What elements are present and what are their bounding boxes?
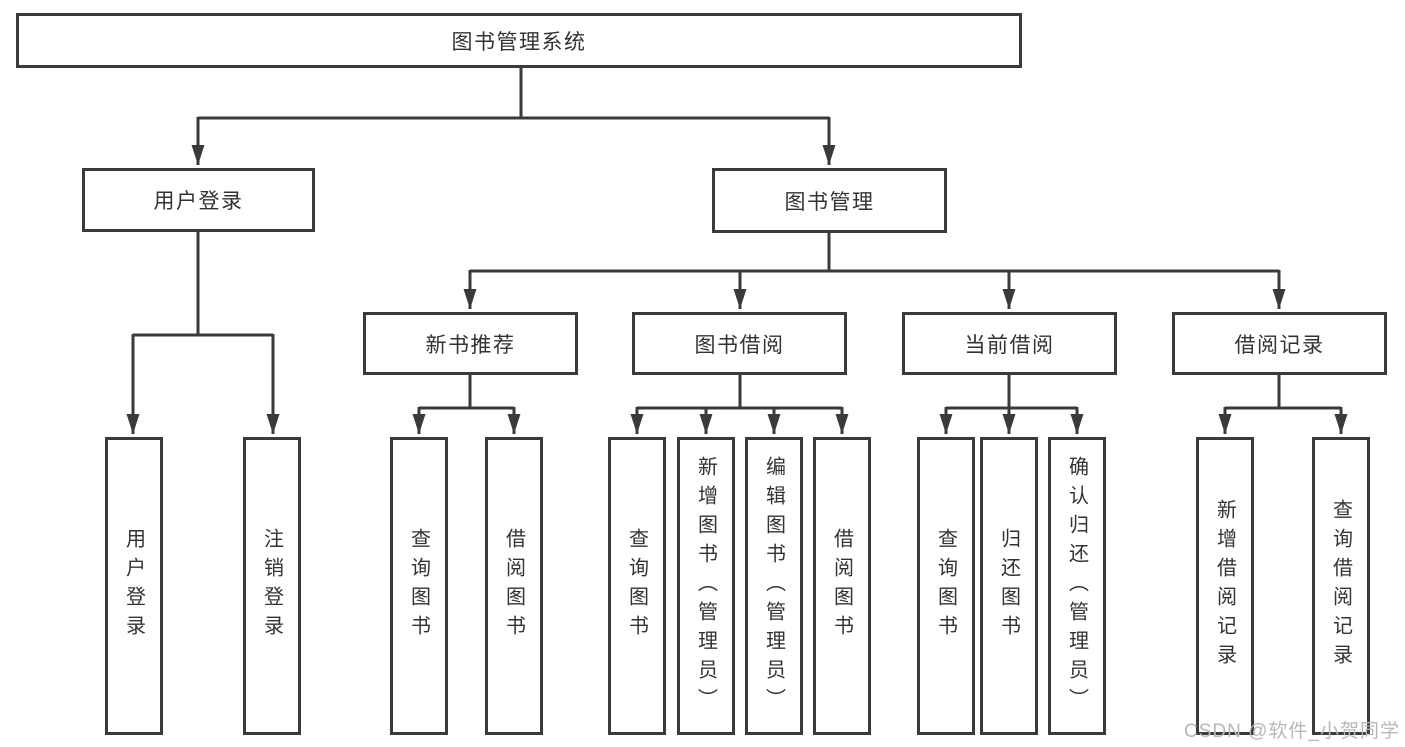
leaf-recommend-query-books: 查询图书 xyxy=(390,437,448,735)
leaf-query-borrow-record-label: 查询借阅记录 xyxy=(1329,499,1352,673)
leaf-logout: 注销登录 xyxy=(243,437,301,735)
leaf-edit-books-admin: 编辑图书（管理员） xyxy=(745,437,803,735)
leaf-recommend-borrow-books: 借阅图书 xyxy=(485,437,543,735)
leaf-add-borrow-record: 新增借阅记录 xyxy=(1196,437,1254,735)
node-book-management: 图书管理 xyxy=(712,168,947,233)
leaf-user-login-label: 用户登录 xyxy=(122,528,145,644)
leaf-return-books: 归还图书 xyxy=(980,437,1038,735)
leaf-recommend-borrow-books-label: 借阅图书 xyxy=(502,528,525,644)
leaf-borrow-query-books: 查询图书 xyxy=(608,437,666,735)
node-new-book-recommend: 新书推荐 xyxy=(363,312,578,375)
leaf-current-query-books: 查询图书 xyxy=(917,437,975,735)
leaf-user-login: 用户登录 xyxy=(105,437,163,735)
node-borrow-records: 借阅记录 xyxy=(1172,312,1387,375)
leaf-confirm-return-admin: 确认归还（管理员） xyxy=(1048,437,1106,735)
leaf-add-borrow-record-label: 新增借阅记录 xyxy=(1213,499,1236,673)
leaf-borrow-books: 借阅图书 xyxy=(813,437,871,735)
leaf-query-borrow-record: 查询借阅记录 xyxy=(1312,437,1370,735)
leaf-confirm-return-admin-label: 确认归还（管理员） xyxy=(1065,455,1088,717)
csdn-watermark: CSDN @软件_小贺同学 xyxy=(1184,721,1400,742)
node-current-borrow: 当前借阅 xyxy=(902,312,1117,375)
leaf-borrow-query-books-label: 查询图书 xyxy=(625,528,648,644)
leaf-recommend-query-books-label: 查询图书 xyxy=(407,528,430,644)
node-book-borrow: 图书借阅 xyxy=(632,312,847,375)
leaf-current-query-books-label: 查询图书 xyxy=(934,528,957,644)
node-root-system: 图书管理系统 xyxy=(16,13,1022,68)
leaf-logout-label: 注销登录 xyxy=(260,528,283,644)
node-user-login: 用户登录 xyxy=(82,168,315,232)
leaf-return-books-label: 归还图书 xyxy=(997,528,1020,644)
leaf-edit-books-admin-label: 编辑图书（管理员） xyxy=(762,455,785,717)
leaf-add-books-admin-label: 新增图书（管理员） xyxy=(694,455,717,717)
leaf-add-books-admin: 新增图书（管理员） xyxy=(677,437,735,735)
leaf-borrow-books-label: 借阅图书 xyxy=(830,528,853,644)
